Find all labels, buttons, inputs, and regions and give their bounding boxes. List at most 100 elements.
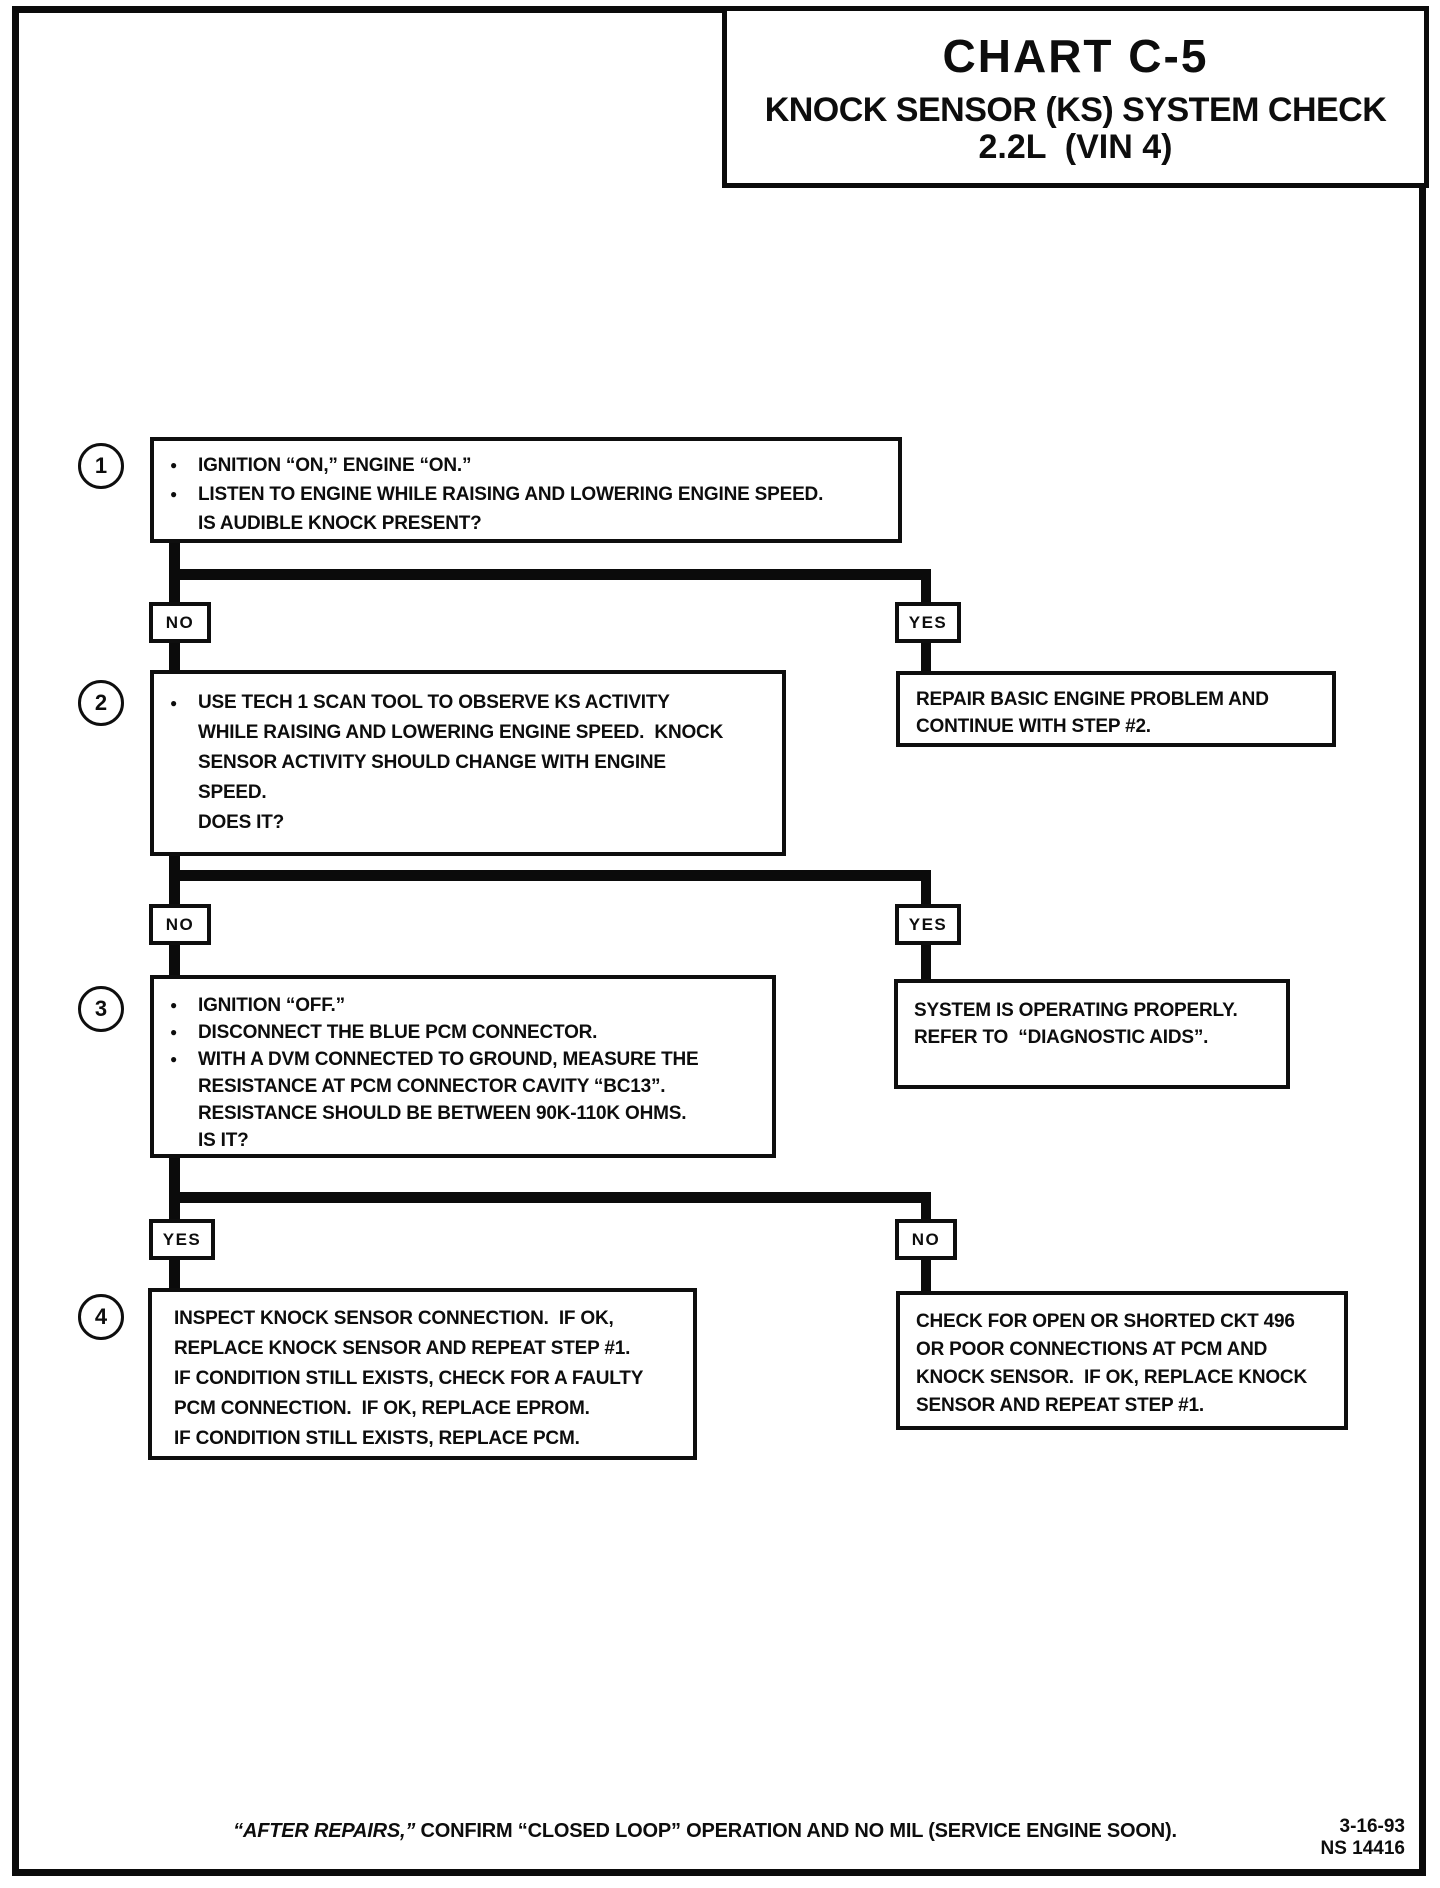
step2-line: SPEED. [154, 778, 782, 808]
connector-junction2-left-drop [169, 881, 180, 907]
step3-line: RESISTANCE AT PCM CONNECTOR CAVITY “BC13… [154, 1073, 772, 1100]
branch-yes3-text: YES [162, 1229, 202, 1249]
result-repair-box: REPAIR BASIC ENGINE PROBLEM AND CONTINUE… [896, 671, 1336, 747]
connector-junction3-bar [169, 1192, 931, 1203]
step4-line: IF CONDITION STILL EXISTS, CHECK FOR A F… [152, 1364, 693, 1394]
step4-box: INSPECT KNOCK SENSOR CONNECTION. IF OK, … [148, 1288, 697, 1460]
step2-number-circle: 2 [78, 680, 124, 726]
step1-line: IS AUDIBLE KNOCK PRESENT? [154, 509, 898, 538]
branch-yes2-text: YES [908, 914, 948, 934]
branch-no2-label: NO [149, 904, 211, 945]
step3-text: DISCONNECT THE BLUE PCM CONNECTOR. [198, 1022, 598, 1043]
result-repair-line: REPAIR BASIC ENGINE PROBLEM AND [900, 686, 1332, 713]
result-check-text: OR POOR CONNECTIONS AT PCM AND [916, 1339, 1268, 1360]
bullet-icon: ● [170, 1052, 178, 1066]
connector-step2-down [169, 854, 180, 881]
branch-no1-label: NO [149, 602, 211, 643]
result-proper-box: SYSTEM IS OPERATING PROPERLY. REFER TO “… [894, 979, 1290, 1089]
step1-text: IS AUDIBLE KNOCK PRESENT? [198, 513, 482, 534]
step3-text: IS IT? [198, 1130, 249, 1151]
connector-yes3-to-step4 [169, 1258, 180, 1290]
step3-line: ● WITH A DVM CONNECTED TO GROUND, MEASURE… [154, 1046, 772, 1073]
branch-yes3-label: YES [149, 1219, 215, 1260]
step2-text: SPEED. [198, 782, 267, 803]
connector-step3-down [169, 1156, 180, 1203]
chart-subtitle: KNOCK SENSOR (KS) SYSTEM CHECK [764, 91, 1387, 129]
step2-text: DOES IT? [198, 812, 285, 833]
branch-yes2-label: YES [895, 904, 961, 945]
result-check-text: CHECK FOR OPEN OR SHORTED CKT 496 [916, 1311, 1295, 1332]
step2-text: SENSOR ACTIVITY SHOULD CHANGE WITH ENGIN… [198, 752, 666, 773]
chart-engine-variant: 2.2L (VIN 4) [978, 128, 1173, 166]
step4-line: REPLACE KNOCK SENSOR AND REPEAT STEP #1. [152, 1334, 693, 1364]
branch-yes1-text: YES [908, 612, 948, 632]
bullet-icon: ● [170, 487, 178, 501]
step3-number: 3 [94, 996, 108, 1021]
step1-number-circle: 1 [78, 443, 124, 489]
step4-number: 4 [94, 1304, 108, 1329]
connector-no3-to-result [921, 1258, 931, 1293]
step3-line: ● DISCONNECT THE BLUE PCM CONNECTOR. [154, 1019, 772, 1046]
step3-box: ●IGNITION “OFF.” ●DISCONNECT THE BLUE PC… [150, 975, 776, 1158]
bullet-icon: ● [170, 1025, 178, 1039]
step1-number: 1 [94, 453, 108, 478]
step3-line: ●IGNITION “OFF.” [154, 992, 772, 1019]
branch-yes1-label: YES [895, 602, 961, 643]
result-repair-text: CONTINUE WITH STEP #2. [916, 716, 1151, 737]
branch-no1-text: NO [165, 612, 195, 632]
bullet-icon: ● [170, 458, 178, 472]
connector-junction3-right-drop [921, 1203, 931, 1222]
connector-junction2-right-drop [921, 881, 931, 907]
step2-line: SENSOR ACTIVITY SHOULD CHANGE WITH ENGIN… [154, 748, 782, 778]
after-repairs-note: “AFTER REPAIRS,” CONFIRM “CLOSED LOOP” O… [170, 1820, 1240, 1843]
result-check-text: SENSOR AND REPEAT STEP #1. [916, 1395, 1204, 1416]
connector-yes2-to-result [921, 943, 931, 981]
footer-doc-number: NS 14416 [1320, 1838, 1405, 1859]
step3-text: RESISTANCE SHOULD BE BETWEEN 90K-110K OH… [198, 1103, 687, 1124]
connector-junction1-right-drop [921, 580, 931, 606]
connector-no1-to-step2 [169, 642, 180, 672]
step1-text: LISTEN TO ENGINE WHILE RAISING AND LOWER… [198, 484, 824, 505]
step4-line: PCM CONNECTION. IF OK, REPLACE EPROM. [152, 1394, 693, 1424]
step4-line: INSPECT KNOCK SENSOR CONNECTION. IF OK, [152, 1304, 693, 1334]
connector-junction2-bar [169, 870, 931, 881]
footer-date: 3-16-93 [1339, 1816, 1406, 1837]
after-repairs-italic: “AFTER REPAIRS,” [233, 1820, 416, 1842]
result-repair-line: CONTINUE WITH STEP #2. [900, 713, 1332, 740]
result-check-box: CHECK FOR OPEN OR SHORTED CKT 496 OR POO… [896, 1291, 1348, 1430]
connector-step1-down [169, 541, 180, 580]
branch-no3-text: NO [911, 1229, 941, 1249]
step4-text: PCM CONNECTION. IF OK, REPLACE EPROM. [174, 1398, 590, 1419]
step3-text: RESISTANCE AT PCM CONNECTOR CAVITY “BC13… [198, 1076, 666, 1097]
result-check-line: SENSOR AND REPEAT STEP #1. [900, 1392, 1344, 1420]
step2-line: WHILE RAISING AND LOWERING ENGINE SPEED.… [154, 718, 782, 748]
step2-number: 2 [94, 690, 108, 715]
step3-text: IGNITION “OFF.” [198, 995, 345, 1016]
step4-text: REPLACE KNOCK SENSOR AND REPEAT STEP #1. [174, 1338, 631, 1359]
result-proper-text: SYSTEM IS OPERATING PROPERLY. [914, 1000, 1238, 1021]
step2-text: USE TECH 1 SCAN TOOL TO OBSERVE KS ACTIV… [198, 692, 670, 713]
connector-no2-to-step3 [169, 943, 180, 977]
step2-line: DOES IT? [154, 808, 782, 838]
branch-no3-label: NO [895, 1219, 957, 1260]
step3-text: WITH A DVM CONNECTED TO GROUND, MEASURE … [198, 1049, 699, 1070]
step1-box: ●IGNITION “ON,” ENGINE “ON.” ●LISTEN TO … [150, 437, 902, 543]
result-proper-line: SYSTEM IS OPERATING PROPERLY. [898, 997, 1286, 1024]
step3-line: IS IT? [154, 1127, 772, 1154]
step4-text: IF CONDITION STILL EXISTS, REPLACE PCM. [174, 1428, 580, 1449]
result-repair-text: REPAIR BASIC ENGINE PROBLEM AND [916, 689, 1269, 710]
chart-title: CHART C-5 [942, 30, 1209, 82]
result-check-line: KNOCK SENSOR. IF OK, REPLACE KNOCK [900, 1364, 1344, 1392]
result-check-line: OR POOR CONNECTIONS AT PCM AND [900, 1336, 1344, 1364]
step2-box: ● USE TECH 1 SCAN TOOL TO OBSERVE KS ACTI… [150, 670, 786, 856]
connector-junction3-left-drop [169, 1203, 180, 1222]
step3-line: RESISTANCE SHOULD BE BETWEEN 90K-110K OH… [154, 1100, 772, 1127]
branch-no2-text: NO [165, 914, 195, 934]
step4-number-circle: 4 [78, 1294, 124, 1340]
step4-line: IF CONDITION STILL EXISTS, REPLACE PCM. [152, 1424, 693, 1454]
step2-text: WHILE RAISING AND LOWERING ENGINE SPEED.… [198, 722, 724, 743]
step4-text: INSPECT KNOCK SENSOR CONNECTION. IF OK, [174, 1308, 614, 1329]
bullet-icon: ● [170, 696, 178, 710]
result-check-text: KNOCK SENSOR. IF OK, REPLACE KNOCK [916, 1367, 1307, 1388]
